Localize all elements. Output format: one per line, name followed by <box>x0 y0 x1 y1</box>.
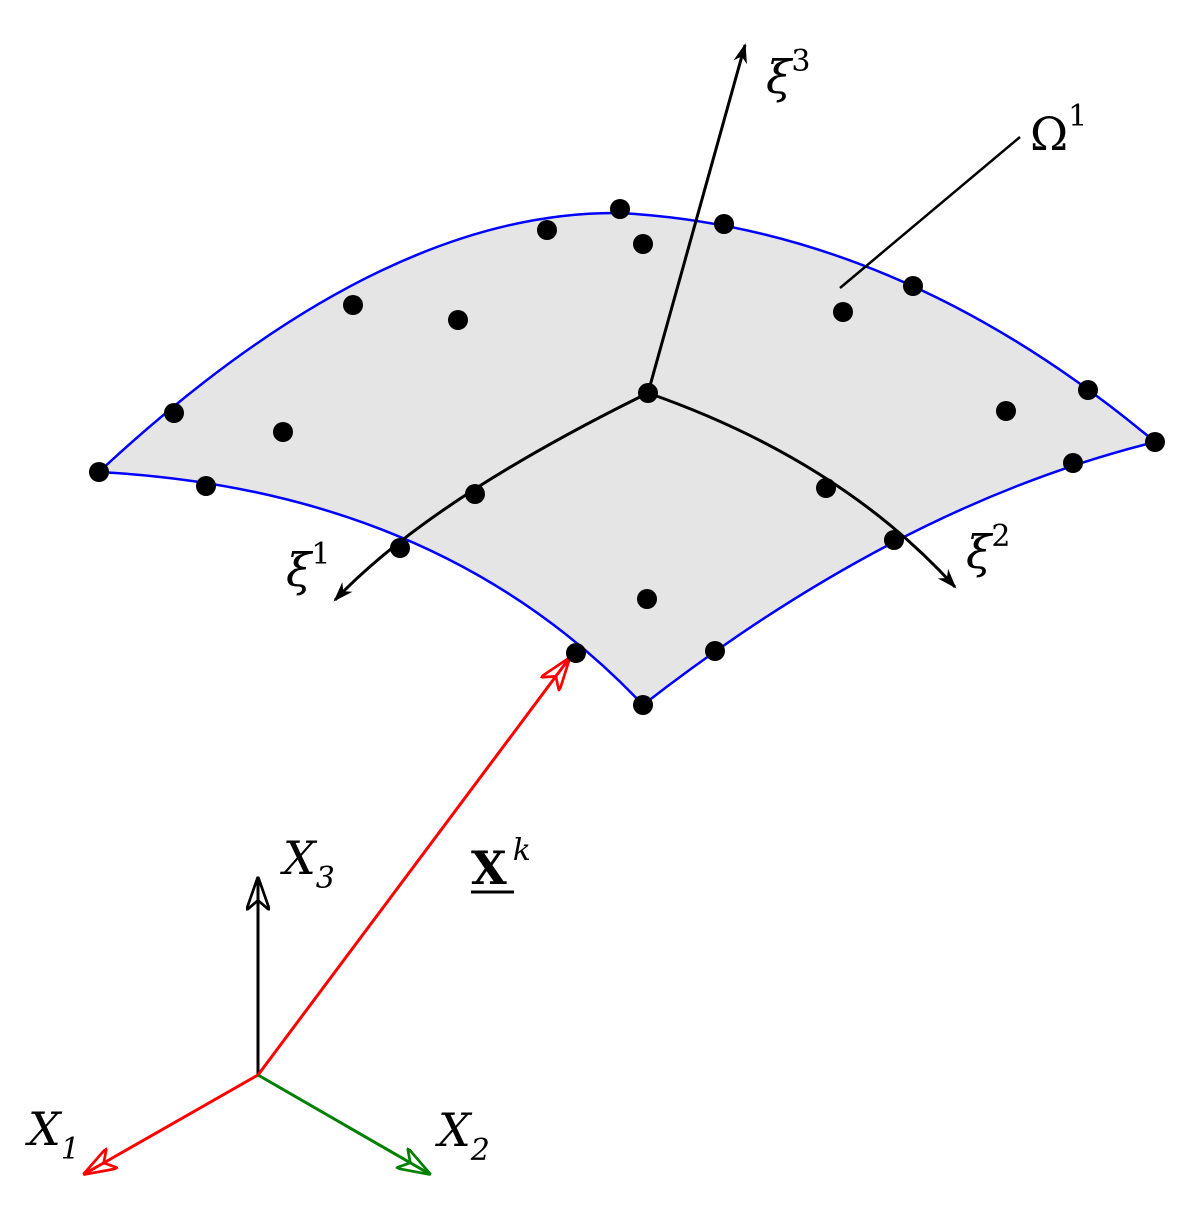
node <box>816 478 836 498</box>
xi3-axis-line <box>646 43 747 394</box>
element-nodes <box>89 199 1165 715</box>
node <box>390 538 410 558</box>
node <box>566 643 586 663</box>
node <box>903 276 923 296</box>
node <box>633 234 653 254</box>
x2-label: X2 <box>435 1103 490 1168</box>
node <box>89 462 109 482</box>
omega-label: Ω1 <box>1030 99 1087 161</box>
svg-text:Xk: Xk <box>471 833 531 895</box>
node <box>714 214 734 234</box>
x2-axis-arrow <box>257 1073 428 1173</box>
position-vector-arrow <box>256 660 568 1076</box>
node <box>705 641 725 661</box>
xi2-label: ξ2 <box>966 519 1010 579</box>
node <box>537 220 557 240</box>
omega-leader-line <box>839 136 1021 289</box>
node <box>638 383 658 403</box>
node <box>833 302 853 322</box>
node <box>448 310 468 330</box>
node <box>1063 453 1083 473</box>
node <box>996 401 1016 421</box>
node <box>1078 380 1098 400</box>
node <box>610 199 630 219</box>
xi3-label: ξ3 <box>766 44 810 104</box>
node <box>343 295 363 315</box>
node <box>1145 432 1165 452</box>
node <box>273 422 293 442</box>
node <box>164 403 184 423</box>
x1-axis-arrow <box>86 1073 259 1173</box>
node <box>637 589 657 609</box>
node <box>196 476 216 496</box>
element-surface <box>95 211 1158 707</box>
node <box>465 484 485 504</box>
xi2-axis-curve <box>647 391 957 589</box>
x1-label: X1 <box>25 1102 80 1167</box>
x3-label: X3 <box>280 831 335 896</box>
xi1-label: ξ1 <box>286 537 330 597</box>
xi1-axis-curve <box>333 391 649 602</box>
node <box>633 695 653 715</box>
node <box>884 530 904 550</box>
